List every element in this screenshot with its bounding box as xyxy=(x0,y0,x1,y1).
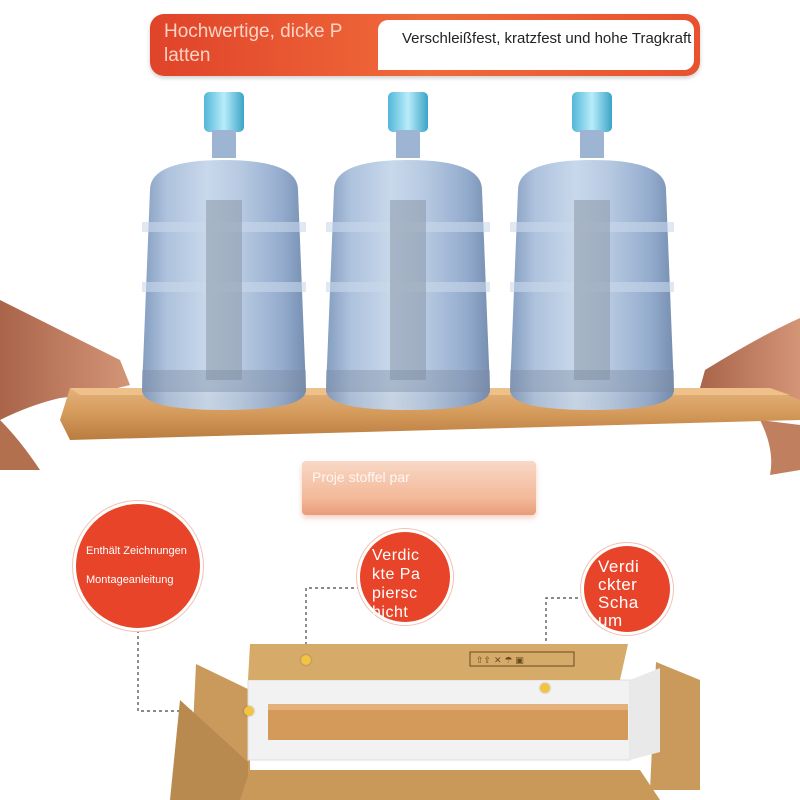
callout-circle-documents xyxy=(76,504,200,628)
callout-circle-paper xyxy=(360,532,450,622)
marker-dot-foam xyxy=(540,683,550,693)
marker-dot-documents xyxy=(244,706,254,716)
callout-paper-label: Verdic kte Pa piersc hicht xyxy=(372,547,421,621)
callout-foam-label: Verdi ckter Scha um xyxy=(598,557,640,630)
banner-feature-text: Verschleißfest, kratzfest und hohe Tragk… xyxy=(378,20,694,70)
banner-headline: Hochwertige, dicke P latten xyxy=(164,21,343,66)
caption-box xyxy=(302,461,536,515)
water-bottle xyxy=(326,92,490,410)
callout-manual-label: Montageanleitung xyxy=(86,574,174,586)
water-bottle xyxy=(142,92,306,410)
callout-drawings-label: Enthält Zeichnungen xyxy=(86,545,187,557)
water-bottle xyxy=(510,92,674,410)
packaging-illustration: ⇧⇧ ✕ ☂ ▣ xyxy=(137,587,700,800)
marker-dot-paper xyxy=(301,655,311,665)
caption-text: Proje stoffel par xyxy=(312,469,410,485)
svg-text:⇧⇧ ✕ ☂ ▣: ⇧⇧ ✕ ☂ ▣ xyxy=(476,656,524,666)
callout-circle-foam xyxy=(584,546,670,632)
product-photo xyxy=(0,92,800,475)
